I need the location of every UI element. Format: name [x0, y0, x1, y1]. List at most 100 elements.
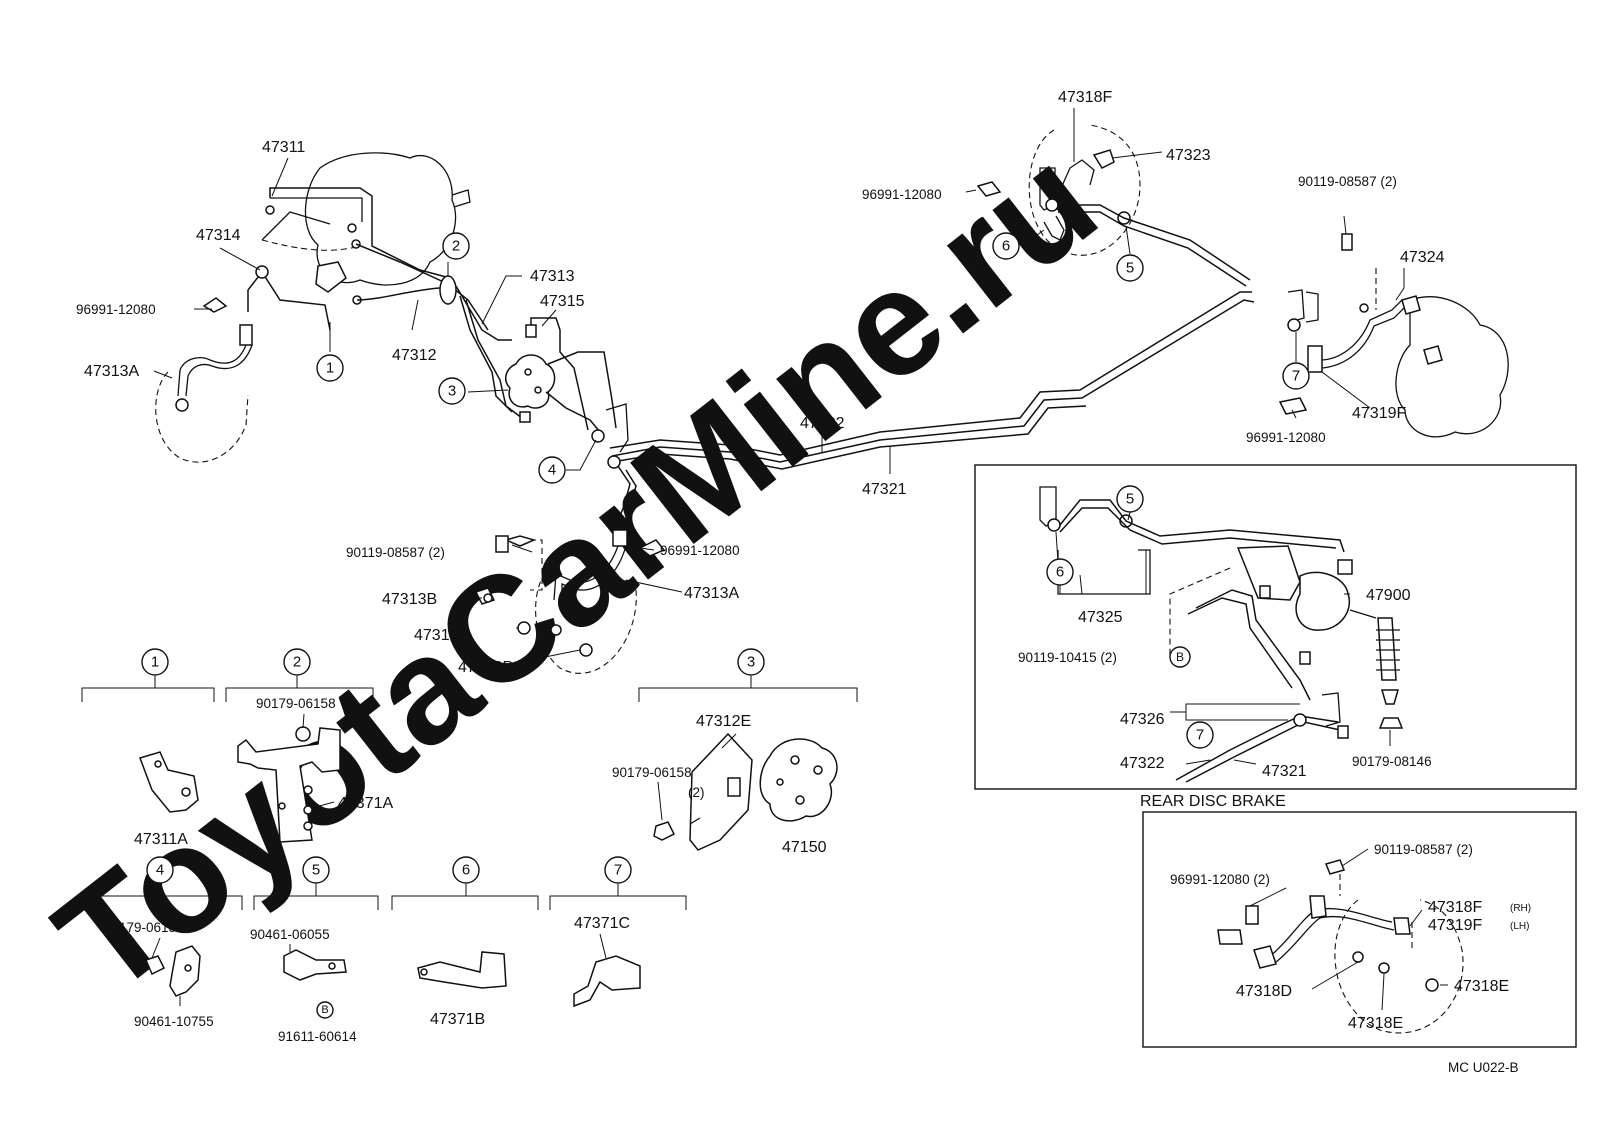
label-96991-12080-d: 96991-12080: [1246, 430, 1326, 445]
watermark: ToyotaCarMine.ru: [26, 115, 1125, 1026]
label-90119-10415: 90119-10415 (2): [1018, 650, 1117, 665]
callout-b-inset: B: [1169, 646, 1191, 668]
svg-text:2: 2: [293, 654, 301, 671]
label-47322-b: 47322: [1120, 755, 1165, 772]
label-47314: 47314: [196, 227, 241, 244]
section-title-rear-disc-brake: REAR DISC BRAKE: [1140, 793, 1286, 810]
callout-1-main: 1: [316, 354, 344, 382]
label-47313: 47313: [530, 268, 575, 285]
label-90179-06158-b: 90179-06158: [612, 765, 692, 780]
svg-text:2: 2: [452, 238, 460, 255]
label-47326: 47326: [1120, 711, 1165, 728]
svg-text:1: 1: [326, 360, 334, 377]
label-96991-12080-c: 96991-12080: [862, 187, 942, 202]
label-47311A: 47311A: [134, 831, 188, 848]
label-47318F-b: 47318F: [1428, 899, 1482, 916]
label-90179-08146: 90179-08146: [1352, 754, 1432, 769]
callout-7-group: 7: [604, 856, 632, 884]
label-47312E: 47312E: [696, 713, 751, 730]
label-96991-12080-e: 96991-12080 (2): [1170, 872, 1270, 887]
label-47371B: 47371B: [430, 1011, 485, 1028]
svg-text:4: 4: [548, 462, 556, 479]
callout-4-group: 4: [146, 856, 174, 884]
label-90179-06158-c: 90179-06158: [104, 920, 184, 935]
svg-text:6: 6: [1056, 564, 1064, 581]
callout-6-inset: 6: [1046, 558, 1074, 586]
svg-text:3: 3: [448, 383, 456, 400]
svg-text:1: 1: [151, 654, 159, 671]
svg-text:6: 6: [1002, 238, 1010, 255]
callout-3-main: 3: [438, 377, 466, 405]
svg-text:3: 3: [747, 654, 755, 671]
svg-text:5: 5: [312, 862, 320, 879]
label-rh: (RH): [1510, 903, 1531, 914]
rear-right-area: [976, 124, 1509, 438]
lsp-valve-area: [1039, 486, 1404, 783]
label-47315: 47315: [540, 293, 585, 310]
label-90119-08587-c: 90119-08587 (2): [1374, 842, 1473, 857]
master-cylinder-area: [155, 152, 1255, 674]
label-qty-2: (2): [688, 785, 705, 800]
label-47323: 47323: [1166, 147, 1211, 164]
label-47313P-b: 47313P: [458, 659, 513, 676]
label-47318E-a: 47318E: [1454, 978, 1509, 995]
svg-text:B: B: [1176, 650, 1184, 664]
label-90179-06158-a: 90179-06158: [256, 696, 336, 711]
callout-b-group5: B: [316, 1001, 334, 1019]
label-47322-a: 47322: [800, 415, 845, 432]
label-47371A: 47371A: [338, 795, 393, 812]
label-47318D: 47318D: [1236, 983, 1292, 1000]
callout-1-group: 1: [141, 648, 169, 676]
label-47325: 47325: [1078, 609, 1123, 626]
label-47324: 47324: [1400, 249, 1445, 266]
callout-5-rear-right: 5: [1116, 254, 1144, 282]
callout-7-inset: 7: [1186, 721, 1214, 749]
svg-text:5: 5: [1126, 491, 1134, 508]
label-47313A-b: 47313A: [684, 585, 739, 602]
label-47318E-b: 47318E: [1348, 1015, 1403, 1032]
label-47311: 47311: [262, 139, 305, 156]
callout-6-group: 6: [452, 856, 480, 884]
lsp-valve-inset: [974, 464, 1577, 790]
svg-text:4: 4: [156, 862, 164, 879]
detail-parts: [81, 676, 858, 1018]
svg-text:5: 5: [1126, 260, 1134, 277]
label-lh: (LH): [1510, 921, 1529, 932]
label-96991-12080-b: 96991-12080: [660, 543, 740, 558]
callout-3-group: 3: [737, 648, 765, 676]
callout-2-group: 2: [283, 648, 311, 676]
label-90461-10755: 90461-10755: [134, 1014, 214, 1029]
callout-4-main: 4: [538, 456, 566, 484]
label-47371C: 47371C: [574, 915, 630, 932]
svg-text:6: 6: [462, 862, 470, 879]
rear-disc-brake-area: [1217, 859, 1464, 1034]
label-47318F-a: 47318F: [1058, 89, 1112, 106]
callout-5-inset: 5: [1116, 485, 1144, 513]
rear-disc-brake-inset: [1142, 811, 1577, 1048]
label-47313P-a: 47313P: [414, 627, 469, 644]
label-47150: 47150: [782, 839, 827, 856]
label-90119-08587-a: 90119-08587 (2): [346, 545, 445, 560]
label-47312: 47312: [392, 347, 437, 364]
callout-6-rear-right: 6: [992, 232, 1020, 260]
leader-lines: [151, 108, 1448, 1011]
label-96991-12080-a: 96991-12080: [76, 302, 156, 317]
label-90461-06055: 90461-06055: [250, 927, 330, 942]
svg-text:7: 7: [1292, 368, 1300, 385]
label-47313B: 47313B: [382, 591, 437, 608]
label-47321-b: 47321: [1262, 763, 1307, 780]
figure-code: MC U022-B: [1448, 1060, 1519, 1075]
label-47319F-b: 47319F: [1428, 917, 1482, 934]
label-47319F-a: 47319F: [1352, 405, 1406, 422]
label-90119-08587-b: 90119-08587 (2): [1298, 174, 1397, 189]
callout-5-group: 5: [302, 856, 330, 884]
svg-text:B: B: [321, 1004, 328, 1016]
callout-2-main: 2: [442, 232, 470, 260]
label-47313A-a: 47313A: [84, 363, 139, 380]
part-labels: 47311 47314 96991-12080 47313A 47312 473…: [76, 89, 1531, 1075]
label-47321-a: 47321: [862, 481, 907, 498]
callout-7-rear-right: 7: [1282, 362, 1310, 390]
label-91611-60614: 91611-60614: [278, 1029, 357, 1044]
svg-text:7: 7: [1196, 727, 1204, 744]
